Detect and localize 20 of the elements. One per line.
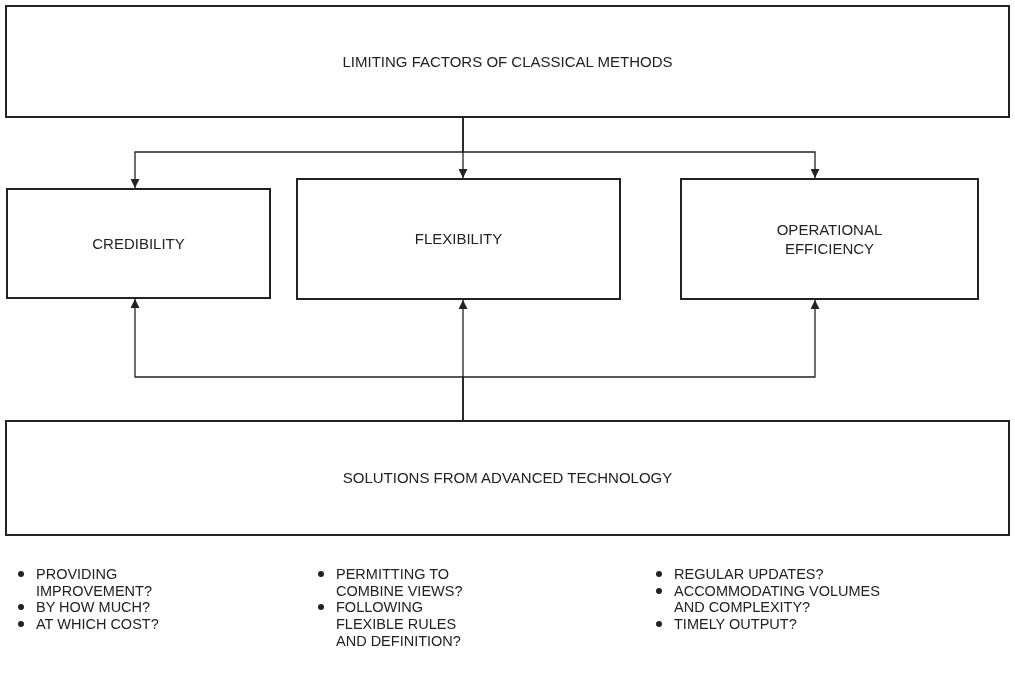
question-text: REGULAR UPDATES?	[674, 566, 824, 583]
box-label: CREDIBILITY	[92, 233, 185, 254]
question-text: TIMELY OUTPUT?	[674, 616, 797, 633]
process-box	[6, 188, 271, 299]
process-box	[296, 178, 621, 300]
question-text: PERMITTING TO COMBINE VIEWS?	[336, 566, 464, 600]
box-label: LIMITING FACTORS OF CLASSICAL METHODS	[342, 51, 673, 72]
question-text: BY HOW MUCH?	[36, 599, 151, 616]
box-label: FLEXIBILITY	[414, 229, 503, 249]
process-box	[5, 5, 1010, 118]
arrow	[462, 299, 820, 421]
question-text: PROVIDING IMPROVEMENT?	[36, 566, 153, 600]
box-label: OPERATIONAL EFFICIENCY	[775, 219, 884, 259]
question-text: ACCOMMODATING VOLUMES AND COMPLEXITY?	[674, 582, 881, 616]
process-box	[680, 178, 979, 300]
process-box	[5, 420, 1010, 536]
question-text: AT WHICH COST?	[36, 616, 159, 633]
arrow	[462, 117, 820, 179]
box-label: SOLUTIONS FROM ADVANCED TECHNOLOGY	[342, 468, 673, 488]
question-text: FOLLOWING FLEXIBLE RULES AND DEFINITION?	[336, 599, 462, 650]
